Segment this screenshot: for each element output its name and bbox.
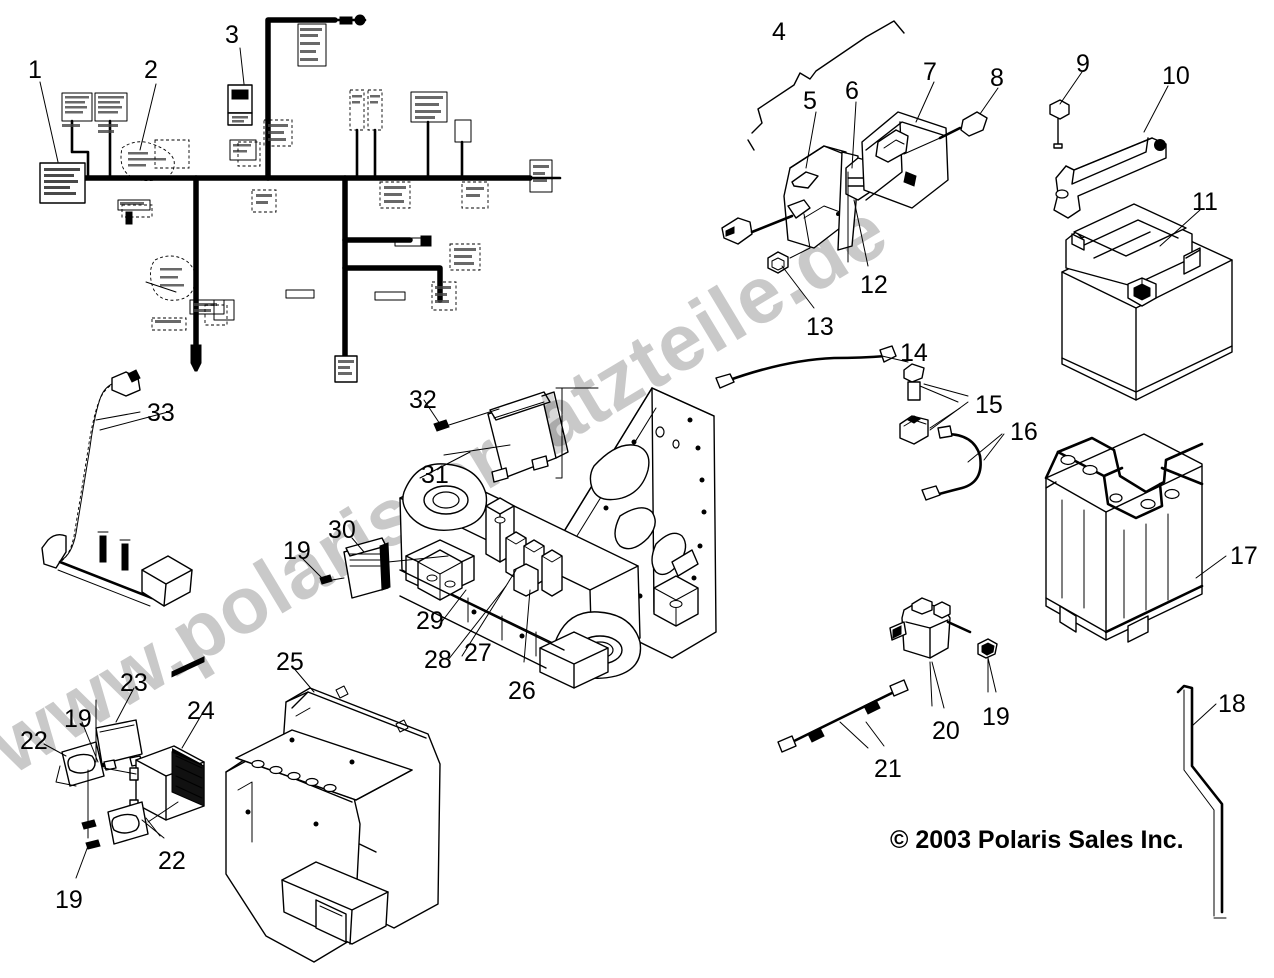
wire-harness-assembly	[39, 14, 562, 383]
copyright-notice: © 2003 Polaris Sales Inc.	[890, 826, 1184, 854]
callout-front-bumper-frame[interactable]: 25	[276, 648, 304, 676]
callout-frame-grommet[interactable]: 28	[424, 646, 452, 674]
callout-ecu-module[interactable]: 31	[421, 461, 449, 489]
callout-battery-tray-box[interactable]: 17	[1230, 542, 1258, 570]
callout-battery[interactable]: 11	[1192, 188, 1218, 216]
cable-group	[715, 345, 1005, 501]
callout-screw[interactable]: 19	[55, 886, 83, 914]
watermark-text: www.polaris-ersatzteile.de	[0, 184, 902, 791]
callout-nut[interactable]: 13	[806, 313, 834, 341]
callout-main-wire-harness-connector[interactable]: 1	[28, 56, 42, 84]
screws	[81, 574, 998, 850]
battery	[1061, 203, 1233, 401]
callout-screw[interactable]: 19	[283, 537, 311, 565]
callout-voltage-regulator[interactable]: 24	[187, 697, 215, 725]
callout-voltage-regulator-plate[interactable]: 23	[120, 669, 148, 697]
callout-battery-hold-down-bolt[interactable]: 9	[1076, 50, 1090, 78]
callout-solenoid-cover[interactable]: 7	[923, 58, 937, 86]
callout-battery-positive-cable[interactable]: 21	[874, 755, 902, 783]
callout-battery-negative-cable[interactable]: 14	[900, 339, 928, 367]
callout-solenoid-mount-plate[interactable]: 5	[803, 87, 817, 115]
callout-battery-tray-retainer-rod[interactable]: 18	[1218, 690, 1246, 718]
callout-frame-clip[interactable]: 27	[464, 639, 492, 667]
callout-terminal-bolt-and-cover[interactable]: 15	[975, 391, 1003, 419]
callout-auxiliary-harness[interactable]: 33	[147, 399, 175, 427]
ecu-module	[433, 387, 599, 483]
hold-down-group	[1049, 99, 1167, 219]
callout-frame-bracket[interactable]: 29	[416, 607, 444, 635]
callout-cover-screw[interactable]: 8	[990, 64, 1004, 92]
callout-bracket-assembly-group[interactable]: 4	[772, 18, 786, 46]
front-bumper-frame	[225, 685, 441, 963]
solenoid-mount-group	[721, 111, 988, 274]
starter-relay	[889, 597, 972, 707]
callout-harness-relay-connector[interactable]: 3	[225, 21, 239, 49]
callout-mounting-bracket[interactable]: 22	[158, 847, 186, 875]
retainer-rod	[1176, 684, 1227, 919]
cdi-module	[343, 537, 449, 599]
callout-mount-plate-fastener[interactable]: 12	[860, 271, 888, 299]
callout-mounting-bracket[interactable]: 22	[20, 727, 48, 755]
positive-cable	[777, 679, 909, 753]
callout-frame-clip[interactable]: 26	[508, 677, 536, 705]
callout-screw[interactable]: 19	[982, 703, 1010, 731]
callout-starter-relay[interactable]: 20	[932, 717, 960, 745]
callout-ecu-mounting-screw[interactable]: 32	[409, 386, 437, 414]
callout-screw[interactable]: 19	[64, 705, 92, 733]
callout-battery-hold-down-strap[interactable]: 10	[1162, 62, 1190, 90]
main-frame-assembly	[399, 387, 717, 689]
callout-starter-solenoid[interactable]: 6	[845, 77, 859, 105]
callout-cdi-module[interactable]: 30	[328, 516, 356, 544]
callout-harness-branch-connector-upper[interactable]: 2	[144, 56, 158, 84]
callout-ground-cable[interactable]: 16	[1010, 418, 1038, 446]
battery-tray	[1044, 433, 1204, 643]
